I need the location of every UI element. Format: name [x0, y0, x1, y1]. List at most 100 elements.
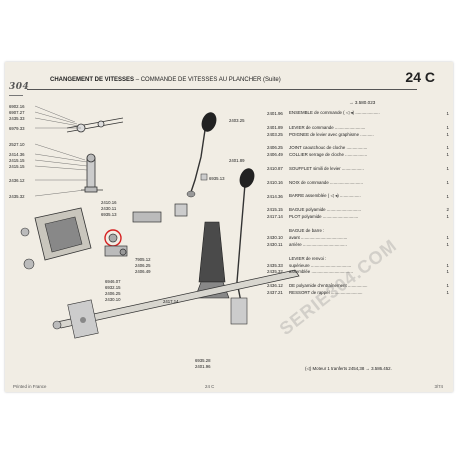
part-row: 2435.33 supérieure ......................… [267, 262, 449, 269]
part-row: LEVIER de renvoi : [267, 255, 449, 262]
part-num: 2410.16 [267, 179, 283, 185]
part-desc: supérieure .............................… [289, 262, 352, 268]
part-row: 2436.12 DE polyamide d'entraînement .....… [267, 282, 449, 289]
part-qty: 2 [446, 207, 449, 213]
part-num: 2435.33 [267, 262, 283, 268]
part-qty: 1 [446, 269, 449, 275]
label-11: 2403.25 [229, 118, 245, 123]
label-22: 2406.25 [105, 291, 121, 296]
label-18: 2406.25 [135, 263, 151, 268]
part-row [267, 117, 449, 124]
boot-and-lever [194, 168, 255, 325]
part-qty: 1 [446, 152, 449, 158]
part-desc: POIGNEE de levier avec graphisme .......… [289, 131, 374, 137]
part-num: 2415.15 [267, 207, 283, 213]
part-num: 2437.21 [267, 290, 283, 296]
part-num: 2436.12 [267, 283, 283, 289]
long-tube [52, 269, 300, 339]
part-desc: assemblée ..............................… [289, 269, 353, 275]
label-15: 2430.11 [101, 206, 117, 211]
upper-leader-lines [34, 105, 88, 197]
label-16: 6935.13 [101, 212, 117, 217]
label-23: 2430.10 [105, 297, 121, 302]
part-num: 2406.25 [267, 145, 283, 151]
label-1: 6902.16 [9, 104, 25, 109]
part-qty: 1 [446, 179, 449, 185]
part-row: 2430.11 arrière .........................… [267, 241, 449, 248]
part-row: BAGUE de barre : [267, 227, 449, 234]
part-row [267, 220, 449, 227]
part-desc: LEVIER de commande .....................… [289, 124, 366, 130]
part-desc: COLLIER serrage de cloche ..............… [289, 152, 368, 158]
label-19: 2406.49 [135, 269, 151, 274]
part-desc: SOUFFLET simili de levier ..............… [289, 166, 364, 172]
label-25: 6935.28 [195, 358, 211, 363]
part-desc: arrière ................................… [289, 241, 347, 247]
brand-rule [9, 95, 23, 96]
part-row: 2435.32 assemblée .......................… [267, 268, 449, 275]
header-title-sub: – COMMANDE DE VITESSES AU PLANCHER (Suit… [135, 77, 281, 83]
label-4: 6979.33 [9, 126, 25, 131]
part-qty: 1 [446, 241, 449, 247]
base-plate [20, 207, 92, 270]
part-num: 2406.49 [267, 152, 283, 158]
exploded-diagram: 6902.16 6907.27 2435.33 6979.33 2527.10 … [9, 104, 300, 369]
part-num: 2414.36 [267, 193, 283, 199]
part-desc: DE polyamide d'entraînement ............… [289, 283, 368, 289]
part-row: 2437.21 RESSORT de rappel ...............… [267, 289, 449, 296]
part-row [267, 248, 449, 255]
label-17: 7905.12 [135, 257, 151, 262]
upper-lever [186, 112, 217, 198]
part-num: 2401.89 [267, 124, 283, 130]
label-20: 6946.07 [105, 279, 121, 284]
catalog-page: 304 CHANGEMENT DE VITESSES – COMMANDE DE… [5, 62, 453, 392]
part-desc: BARRE assemblée ( ◁ ◂) ................. [289, 193, 361, 199]
part-qty: 1 [446, 110, 449, 116]
part-qty: 1 [446, 214, 449, 220]
reference-line: → 3.580.023 [349, 100, 376, 105]
part-num: 2430.11 [267, 241, 283, 247]
label-9: 2436.12 [9, 178, 25, 183]
part-row [267, 200, 449, 207]
footer-date: 3/74 [434, 384, 443, 389]
header-rule [27, 89, 417, 90]
label-5: 2527.10 [9, 142, 25, 147]
label-13: 6935.13 [209, 176, 225, 181]
footer-printed: Printed in France [13, 384, 47, 389]
brand-logo: 304 [9, 82, 30, 92]
upper-rod-assembly [66, 117, 124, 193]
label-2: 6907.27 [9, 110, 25, 115]
part-row [267, 172, 449, 179]
part-qty: 1 [446, 234, 449, 240]
part-row: 2414.36 BARRE assemblée ( ◁ ◂) ..........… [267, 193, 449, 200]
part-desc: BAGUE polyamide ........................… [289, 207, 361, 213]
label-3: 2435.33 [9, 116, 25, 121]
footnote: (◁) Moteur 1 tranferts 2454,38 → 3.586.4… [305, 366, 392, 371]
label-12: 2401.89 [229, 158, 245, 163]
part-row: 2401.89 LEVIER de commande ..............… [267, 124, 449, 131]
section-number: 24 C [405, 69, 435, 85]
part-qty: 1 [446, 290, 449, 296]
part-row [267, 186, 449, 193]
part-qty: 1 [446, 145, 449, 151]
part-desc: BAGUE de barre : [289, 228, 325, 234]
part-num: 2401.96 [267, 110, 283, 116]
part-row [267, 158, 449, 165]
part-desc: PLOT polyamide .........................… [289, 214, 359, 220]
part-desc: avant ..................................… [289, 234, 348, 240]
part-qty: 1 [446, 193, 449, 199]
part-qty: 1 [446, 131, 449, 137]
label-10: 2435.32 [9, 194, 25, 199]
part-qty: 1 [446, 124, 449, 130]
part-row: 2406.49 COLLIER serrage de cloche .......… [267, 151, 449, 158]
part-num: 2435.32 [267, 269, 283, 275]
middle-mechanism [104, 203, 188, 257]
part-desc: RESSORT de rappel ......................… [289, 290, 363, 296]
label-8: 2415.15 [9, 164, 25, 169]
part-qty: 1 [446, 166, 449, 172]
label-24: 2417.14 [163, 299, 179, 304]
